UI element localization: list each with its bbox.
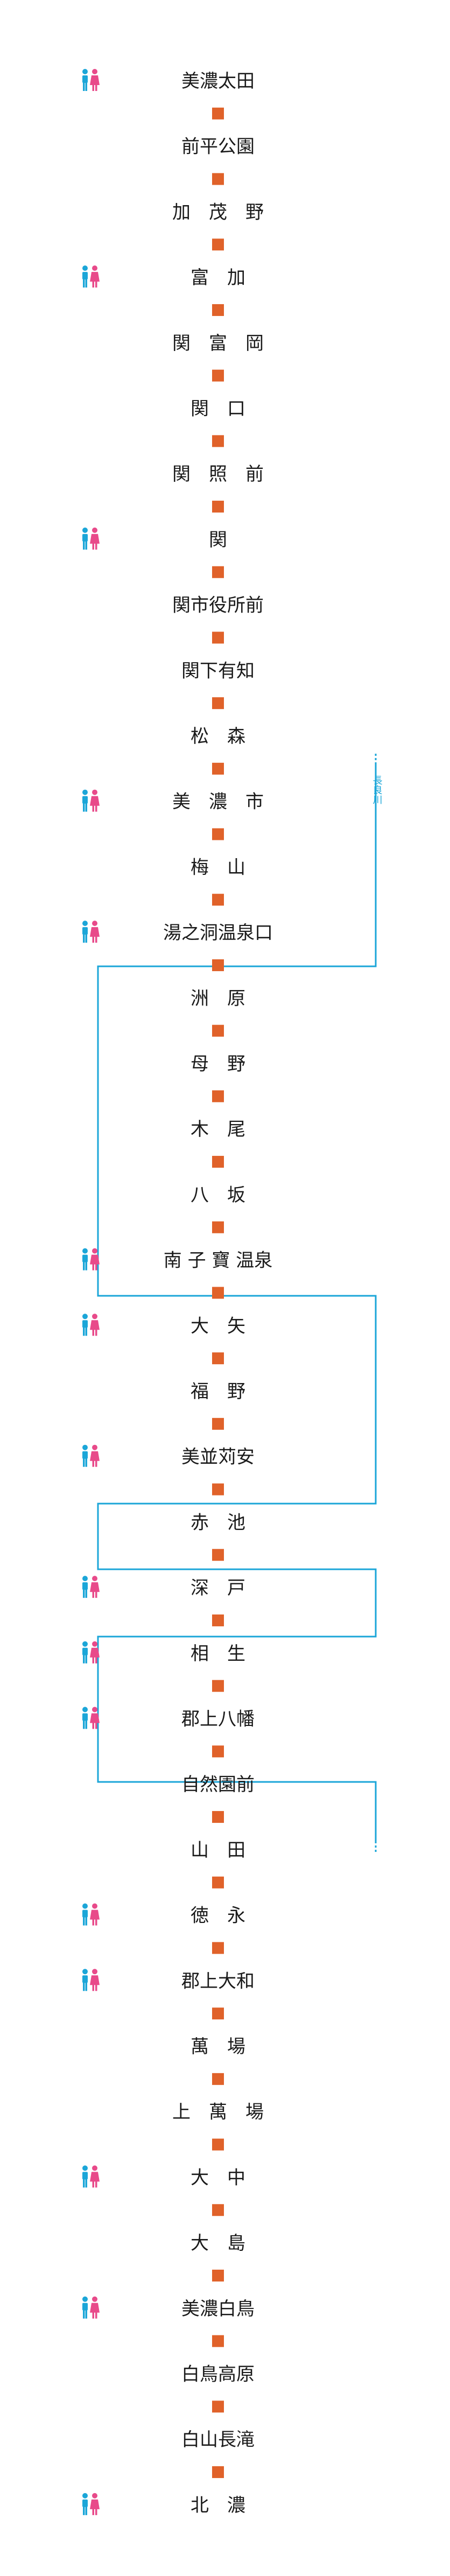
station-name: 白山長滝: [181, 2429, 255, 2451]
station-name: 郡上大和: [181, 1970, 255, 1992]
station-marker: [212, 1614, 224, 1626]
station-name: 湯之洞温泉口: [163, 922, 273, 944]
station-name: 関: [209, 529, 227, 551]
station-name: 関下有知: [181, 660, 255, 682]
station-marker: [212, 2204, 224, 2216]
station-marker: [212, 828, 224, 840]
station-name: 前平公園: [181, 136, 255, 158]
station-marker: [212, 369, 224, 382]
station-marker: [212, 1352, 224, 1365]
station-marker: [212, 1549, 224, 1561]
station-marker: [212, 304, 224, 316]
station-name: 八 坂: [191, 1184, 245, 1206]
station-marker: [212, 1221, 224, 1233]
station-name: 山 田: [191, 1840, 245, 1861]
station-marker: [212, 1090, 224, 1103]
restroom-icon: [82, 1314, 100, 1336]
restroom-icon: [82, 1248, 100, 1271]
restroom-icon: [82, 69, 100, 91]
station-name: 上 萬 場: [172, 2102, 264, 2123]
station-name: 関 口: [191, 398, 245, 420]
restroom-icons: [82, 69, 100, 2515]
station-marker: [212, 1156, 224, 1168]
station-marker: [212, 2335, 224, 2347]
station-name: 大 島: [191, 2233, 245, 2254]
restroom-icon: [82, 527, 100, 550]
station-marker: [212, 762, 224, 775]
station-name: 萬 場: [191, 2036, 245, 2058]
station-marker: [212, 2138, 224, 2151]
station-name: 赤 池: [191, 1512, 245, 1533]
station-marker: [212, 1024, 224, 1037]
station-marker: [212, 1942, 224, 1954]
station-marker: [212, 2269, 224, 2282]
station-name: 大 矢: [191, 1315, 245, 1337]
restroom-icon: [82, 2296, 100, 2319]
station-name: 白鳥高原: [181, 2364, 255, 2385]
station-marker: [212, 173, 224, 185]
restroom-icon: [82, 1576, 100, 1598]
restroom-icon: [82, 1707, 100, 1729]
restroom-icon: [82, 2165, 100, 2188]
station-marker: [212, 2008, 224, 2020]
station-name: 木 尾: [191, 1119, 245, 1140]
station-name: 関 富 岡: [172, 333, 264, 354]
station-name: 美濃太田: [181, 71, 255, 92]
station-name: 母 野: [191, 1054, 245, 1075]
station-name: 福 野: [191, 1381, 245, 1402]
station-marker: [212, 1876, 224, 1889]
river-label: 長良川: [371, 775, 383, 804]
restroom-icon: [82, 1444, 100, 1467]
station-name: 関 照 前: [172, 464, 264, 485]
station-marker: [212, 1811, 224, 1823]
station-name: 美濃白鳥: [181, 2298, 255, 2320]
station-name: 関市役所前: [172, 595, 264, 616]
station-marker: [212, 2073, 224, 2085]
station-marker: [212, 1745, 224, 1758]
station-name: 美 濃 市: [172, 791, 264, 813]
station-marker: [212, 2466, 224, 2479]
station-marker: [212, 894, 224, 906]
station-name: 美並苅安: [181, 1447, 255, 1468]
station-marker: [212, 2400, 224, 2413]
station-name: 自然園前: [181, 1774, 255, 1795]
station-marker: [212, 959, 224, 971]
station-name: 深 戸: [191, 1577, 245, 1599]
station-name: 北 濃: [191, 2495, 245, 2516]
river-line: [97, 764, 377, 1841]
station-name: 富 加: [191, 267, 245, 289]
station-name: 郡上八幡: [181, 1709, 255, 1730]
station-name: 大 中: [191, 2167, 245, 2188]
station-marker: [212, 1483, 224, 1496]
restroom-icon: [82, 2493, 100, 2515]
station-marker: [212, 1287, 224, 1299]
station-marker: [212, 501, 224, 513]
station-marker: [212, 566, 224, 578]
station-name: 相 生: [191, 1643, 245, 1665]
station-markers: [212, 107, 224, 2479]
station-marker: [212, 435, 224, 447]
station-name: 洲 原: [191, 988, 245, 1009]
restroom-icon: [82, 1969, 100, 1991]
station-name: 南 子 寶 温泉: [164, 1250, 272, 1272]
station-marker: [212, 107, 224, 120]
station-marker: [212, 1417, 224, 1430]
station-name: 松 森: [191, 726, 245, 747]
river-course: [97, 754, 377, 1852]
station-marker: [212, 1680, 224, 1692]
station-marker: [212, 238, 224, 251]
restroom-icon: [82, 1903, 100, 1926]
restroom-icon: [82, 265, 100, 288]
station-marker: [212, 697, 224, 710]
restroom-icon: [82, 789, 100, 812]
station-name: 加 茂 野: [172, 201, 264, 223]
station-name: 徳 永: [191, 1905, 245, 1927]
restroom-icon: [82, 1641, 100, 1663]
station-marker: [212, 631, 224, 644]
restroom-icon: [82, 921, 100, 943]
station-name: 梅 山: [191, 857, 245, 878]
